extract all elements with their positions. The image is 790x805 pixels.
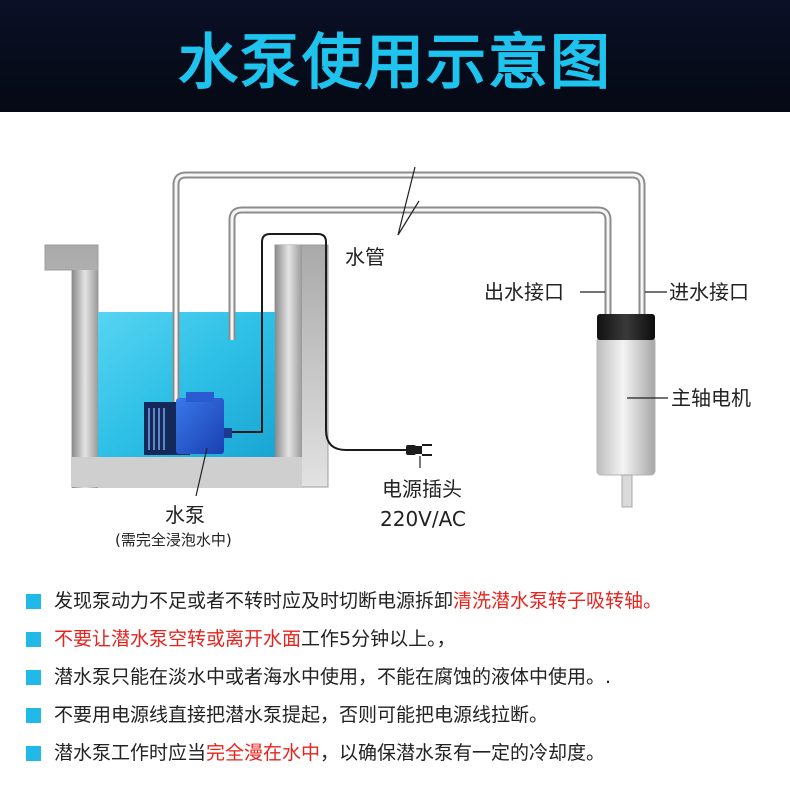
note-item: 不要让潜水泵空转或离开水面工作5分钟以上。，: [26, 620, 786, 658]
outlet-label: 出水接口: [484, 280, 564, 304]
pipe-label: 水管: [345, 245, 385, 269]
leader-lines: [195, 166, 668, 497]
water-tank: [44, 244, 329, 488]
bullet-square-icon: [26, 746, 41, 761]
bullet-square-icon: [26, 708, 41, 723]
bullet-square-icon: [26, 594, 41, 609]
spindle-motor: [596, 314, 656, 508]
note-item: 不要用电源线直接把潜水泵提起，否则可能把电源线拉断。: [26, 696, 786, 734]
pump: [144, 392, 232, 455]
usage-notes: 发现泵动力不足或者不转时应及时切断电源拆卸清洗潜水泵转子吸转轴。 不要让潜水泵空…: [26, 582, 786, 772]
note-item: 潜水泵只能在淡水中或者海水中使用，不能在腐蚀的液体中使用。.: [26, 658, 786, 696]
pump-note-label: (需完全浸泡水中): [115, 531, 232, 549]
plug-label: 电源插头: [382, 477, 462, 501]
header-banner: 水泵使用示意图: [0, 0, 790, 112]
pump-label: 水泵: [165, 503, 205, 527]
bullet-square-icon: [26, 632, 41, 647]
inlet-label: 进水接口: [669, 280, 749, 304]
plug-icon: [406, 444, 432, 456]
power-cord: [230, 233, 406, 451]
bullet-square-icon: [26, 670, 41, 685]
pump-diagram: 水管 出水接口 进水接口 主轴电机 电源插头 220V/AC 水泵 (需完全浸泡…: [0, 112, 790, 582]
note-item: 潜水泵工作时应当完全漫在水中，以确保潜水泵有一定的冷却度。: [26, 734, 786, 772]
page-title: 水泵使用示意图: [178, 28, 612, 98]
motor-label: 主轴电机: [671, 386, 751, 410]
voltage-label: 220V/AC: [380, 507, 466, 531]
note-item: 发现泵动力不足或者不转时应及时切断电源拆卸清洗潜水泵转子吸转轴。: [26, 582, 786, 620]
